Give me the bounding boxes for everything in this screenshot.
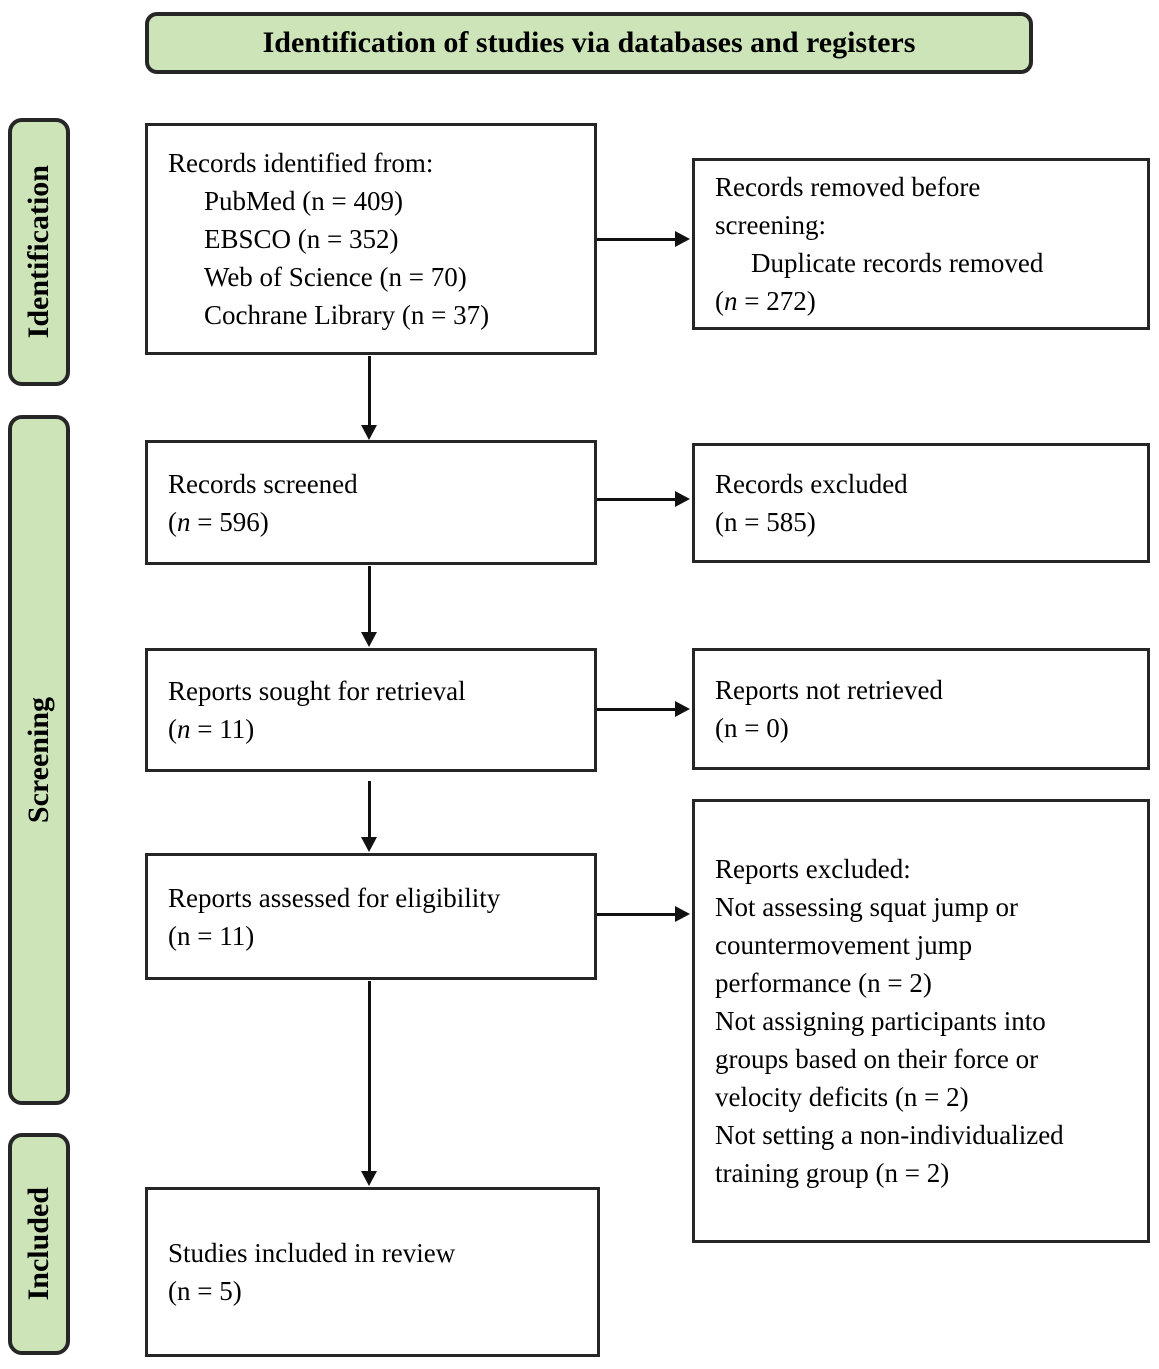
flow-box-records-removed: Records removed before screening: Duplicat… bbox=[692, 158, 1150, 330]
box-text-line: groups based on their force or bbox=[715, 1044, 1039, 1074]
flow-box-records-identified: Records identified from: PubMed (n = 409)… bbox=[145, 123, 597, 355]
box-text-line: Not assessing squat jump or bbox=[715, 892, 1018, 922]
arrow-screened-to-excluded bbox=[597, 491, 690, 507]
box-text-line: (n = 11) bbox=[168, 920, 255, 951]
arrow-sought-to-not-retrieved bbox=[597, 701, 690, 717]
box-text-line: (n = 585) bbox=[715, 507, 816, 537]
arrow-screened-to-sought bbox=[361, 566, 377, 647]
arrow-identified-to-screened bbox=[361, 356, 377, 440]
box-text-line: Records excluded bbox=[715, 469, 908, 499]
box-text-line: PubMed (n = 409) bbox=[204, 186, 403, 216]
header-title: Identification of studies via databases … bbox=[262, 26, 916, 59]
box-text-line: performance (n = 2) bbox=[715, 968, 932, 998]
box-text-line: screening: bbox=[715, 210, 826, 240]
box-text-line: Reports not retrieved bbox=[715, 675, 943, 705]
stage-label-identification: Identification bbox=[8, 118, 70, 386]
flow-box-studies-included: Studies included in review (n = 5) bbox=[145, 1187, 600, 1357]
arrow-sought-to-assessed bbox=[361, 781, 377, 852]
box-text-line: Records identified from: bbox=[168, 148, 434, 178]
flow-box-reports-excluded-reasons: Reports excluded: Not assessing squat jum… bbox=[692, 799, 1150, 1243]
box-text-line: (n = 596) bbox=[168, 506, 269, 537]
box-text-line: Reports sought for retrieval bbox=[168, 676, 466, 706]
arrow-assessed-to-included bbox=[361, 981, 377, 1186]
box-text-line: Cochrane Library (n = 37) bbox=[204, 300, 490, 330]
box-text-line: Web of Science (n = 70) bbox=[204, 262, 467, 292]
arrow-assessed-to-excluded-reasons bbox=[597, 906, 690, 922]
box-text-line: velocity deficits (n = 2) bbox=[715, 1082, 969, 1112]
flow-box-reports-not-retrieved: Reports not retrieved (n = 0) bbox=[692, 648, 1150, 770]
box-text-line: Studies included in review bbox=[168, 1238, 456, 1268]
box-text-line: countermovement jump bbox=[715, 930, 973, 960]
box-text-line: (n = 11) bbox=[168, 714, 255, 744]
box-text-line: Reports assessed for eligibility bbox=[168, 882, 501, 913]
box-text-line: Records screened bbox=[168, 468, 358, 499]
box-text-line: training group (n = 2) bbox=[715, 1158, 950, 1188]
stage-label-text: Identification bbox=[22, 165, 55, 339]
stage-label-screening: Screening bbox=[8, 415, 70, 1105]
box-text-line: Records removed before bbox=[715, 172, 981, 202]
box-text-line: (n = 0) bbox=[715, 713, 789, 743]
box-text-line: Not setting a non-individualized bbox=[715, 1120, 1064, 1150]
header-banner: Identification of studies via databases … bbox=[145, 12, 1033, 74]
box-text-line: Reports excluded: bbox=[715, 854, 911, 884]
box-text-line: EBSCO (n = 352) bbox=[204, 224, 399, 254]
box-text-line: Duplicate records removed bbox=[751, 248, 1044, 278]
flow-box-records-excluded: Records excluded (n = 585) bbox=[692, 443, 1150, 563]
flow-box-records-screened: Records screened (n = 596) bbox=[145, 440, 597, 565]
box-text-line: (n = 272) bbox=[715, 286, 816, 316]
arrow-identified-to-removed bbox=[597, 231, 690, 247]
flow-box-reports-sought: Reports sought for retrieval (n = 11) bbox=[145, 648, 597, 772]
stage-label-text: Included bbox=[22, 1187, 55, 1301]
box-text-line: (n = 5) bbox=[168, 1276, 242, 1306]
stage-label-included: Included bbox=[8, 1133, 70, 1355]
box-text-line: Not assigning participants into bbox=[715, 1006, 1046, 1036]
stage-label-text: Screening bbox=[22, 696, 55, 824]
flow-box-reports-assessed: Reports assessed for eligibility (n = 11) bbox=[145, 853, 597, 980]
